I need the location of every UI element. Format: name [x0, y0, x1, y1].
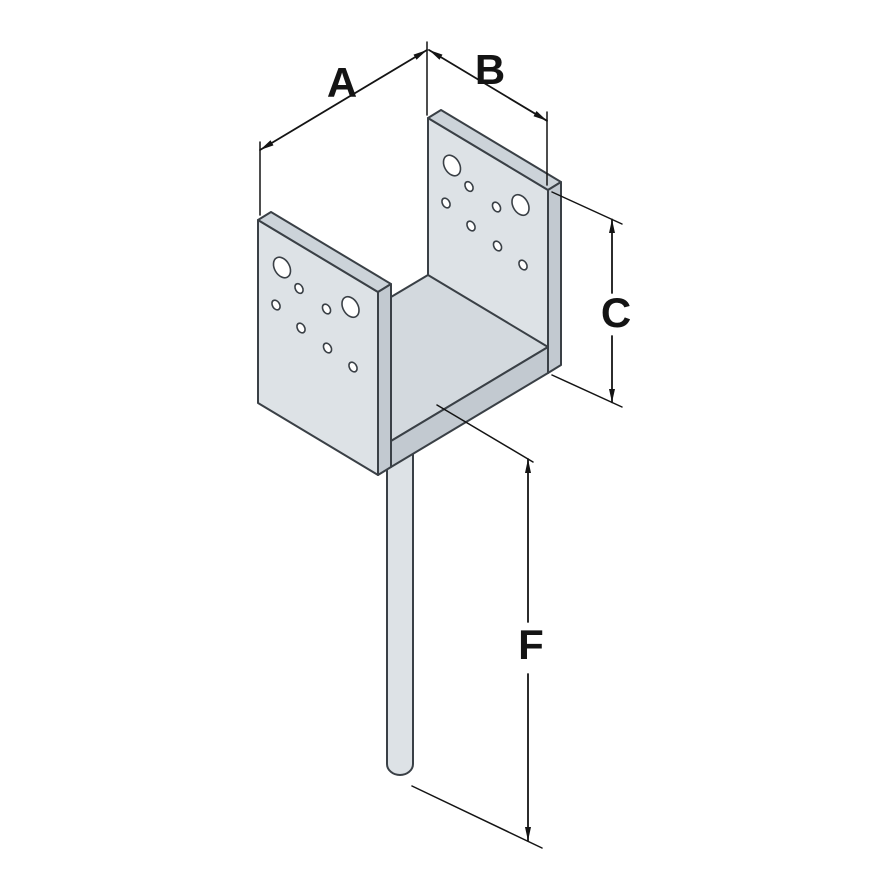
- bracket: [257, 109, 562, 776]
- arrowhead: [429, 50, 443, 60]
- nail-hole: [322, 342, 333, 354]
- dimension-f-extension-line: [411, 785, 543, 849]
- nail-hole: [294, 282, 304, 295]
- arrowhead: [525, 459, 531, 473]
- nail-hole: [348, 361, 358, 373]
- bolt-hole: [442, 154, 462, 177]
- nail-hole: [464, 180, 474, 193]
- bolt-hole: [341, 295, 360, 319]
- arrowhead: [609, 389, 615, 403]
- dimension-b-label: B: [475, 46, 505, 93]
- dimension-arrowheads: [260, 50, 615, 841]
- nail-hole: [296, 322, 306, 334]
- left-plate-side-edge: [377, 283, 392, 476]
- nail-hole: [321, 303, 332, 315]
- right-plate-holes: [441, 154, 530, 271]
- dimension-c-extension-line: [551, 191, 623, 225]
- arrowhead: [533, 111, 547, 121]
- bolt-hole: [511, 193, 530, 217]
- bolt-hole: [272, 256, 292, 279]
- nail-hole: [491, 201, 502, 213]
- arrowhead: [260, 140, 274, 150]
- nail-hole: [492, 240, 503, 252]
- nail-hole: [518, 259, 528, 271]
- arrowhead: [609, 219, 615, 233]
- dimension-f-extension-line: [436, 404, 534, 463]
- dimension-c-extension-line: [551, 374, 623, 408]
- dimension-labels: A B C F: [327, 46, 631, 668]
- dimensions: A B C F: [259, 41, 631, 849]
- dimension-b-line: [428, 49, 548, 122]
- dimension-a-line: [259, 49, 428, 151]
- dimension-f-label: F: [518, 621, 544, 668]
- dimension-a: [259, 41, 428, 216]
- dimension-c-label: C: [601, 289, 631, 336]
- nail-hole: [466, 220, 476, 232]
- ground-rod: [386, 429, 414, 776]
- dimension-a-label: A: [327, 59, 357, 106]
- dimension-f: [411, 404, 543, 849]
- left-plate-holes: [271, 256, 360, 373]
- arrowhead: [413, 50, 427, 60]
- right-plate-side-edge: [547, 181, 562, 374]
- nail-hole: [271, 299, 281, 311]
- dimension-b: [428, 49, 548, 186]
- nail-hole: [441, 197, 451, 209]
- arrowhead: [525, 827, 531, 841]
